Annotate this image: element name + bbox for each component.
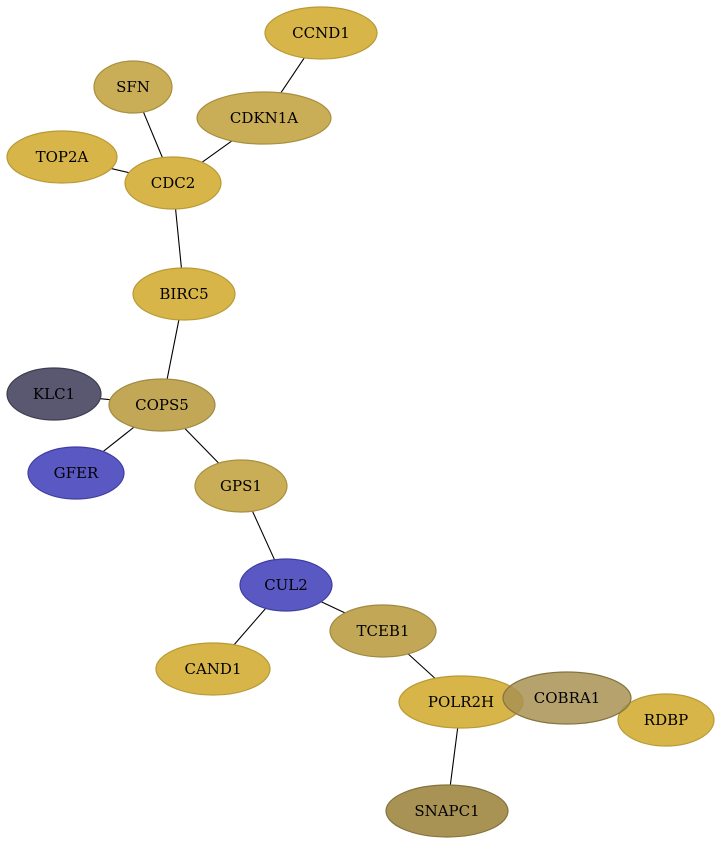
node-ellipse-birc5 — [132, 267, 236, 321]
node-ellipse-rdbp — [617, 693, 715, 747]
node-label-cobra1: COBRA1 — [534, 689, 600, 707]
node-label-rdbp: RDBP — [644, 711, 688, 729]
edge-cdc2-birc5 — [175, 208, 182, 269]
node-snapc1[interactable]: SNAPC1 — [385, 784, 509, 838]
node-ellipse-cdc2 — [124, 156, 222, 210]
node-tceb1[interactable]: TCEB1 — [329, 604, 437, 658]
node-ellipse-cobra1 — [502, 671, 632, 725]
node-label-top2a: TOP2A — [36, 148, 89, 166]
node-cdc2[interactable]: CDC2 — [124, 156, 222, 210]
edge-cul2-tceb1 — [321, 601, 346, 614]
node-ellipse-sfn — [93, 60, 173, 114]
edge-tceb1-polr2h — [407, 653, 436, 679]
edge-ccnd1-cdkn1a — [280, 57, 305, 94]
node-ellipse-cul2 — [239, 558, 333, 612]
node-cul2[interactable]: CUL2 — [239, 558, 333, 612]
node-label-tceb1: TCEB1 — [357, 622, 410, 640]
node-gfer[interactable]: GFER — [27, 446, 125, 500]
node-ellipse-cdkn1a — [196, 91, 332, 145]
node-label-birc5: BIRC5 — [159, 285, 208, 303]
node-ellipse-snapc1 — [385, 784, 509, 838]
node-ellipse-gps1 — [194, 459, 288, 513]
node-label-sfn: SFN — [116, 78, 150, 96]
edge-cdkn1a-cdc2 — [201, 140, 233, 163]
node-top2a[interactable]: TOP2A — [6, 130, 118, 184]
node-rdbp[interactable]: RDBP — [617, 693, 715, 747]
node-label-cand1: CAND1 — [184, 660, 241, 678]
node-label-klc1: KLC1 — [33, 385, 75, 403]
edge-klc1-cops5 — [100, 398, 111, 401]
edge-cops5-gfer — [102, 426, 135, 452]
node-label-ccnd1: CCND1 — [292, 24, 350, 42]
node-label-polr2h: POLR2H — [428, 693, 494, 711]
node-label-cdkn1a: CDKN1A — [230, 109, 298, 127]
node-label-cdc2: CDC2 — [151, 174, 196, 192]
edge-sfn-cdc2 — [142, 111, 163, 158]
node-gps1[interactable]: GPS1 — [194, 459, 288, 513]
node-polr2h[interactable]: POLR2H — [398, 675, 524, 729]
node-label-gps1: GPS1 — [220, 477, 262, 495]
node-label-cul2: CUL2 — [264, 576, 308, 594]
node-ellipse-ccnd1 — [264, 6, 378, 60]
node-ellipse-tceb1 — [329, 604, 437, 658]
node-ellipse-gfer — [27, 446, 125, 500]
node-cobra1[interactable]: COBRA1 — [502, 671, 632, 725]
node-cops5[interactable]: COPS5 — [108, 378, 216, 432]
node-klc1[interactable]: KLC1 — [6, 367, 102, 421]
node-ccnd1[interactable]: CCND1 — [264, 6, 378, 60]
edge-cul2-cand1 — [233, 607, 267, 646]
node-ellipse-top2a — [6, 130, 118, 184]
node-sfn[interactable]: SFN — [93, 60, 173, 114]
node-cdkn1a[interactable]: CDKN1A — [196, 91, 332, 145]
node-ellipse-cops5 — [108, 378, 216, 432]
node-label-snapc1: SNAPC1 — [414, 802, 479, 820]
edge-birc5-cops5 — [166, 319, 180, 380]
node-ellipse-cand1 — [155, 642, 271, 696]
edge-polr2h-snapc1 — [449, 727, 459, 786]
node-cand1[interactable]: CAND1 — [155, 642, 271, 696]
node-birc5[interactable]: BIRC5 — [132, 267, 236, 321]
node-label-gfer: GFER — [54, 464, 99, 482]
edge-top2a-cdc2 — [111, 168, 130, 174]
node-ellipse-klc1 — [6, 367, 102, 421]
edge-gps1-cul2 — [251, 510, 276, 561]
node-label-cops5: COPS5 — [135, 396, 189, 414]
edge-cops5-gps1 — [184, 428, 220, 464]
